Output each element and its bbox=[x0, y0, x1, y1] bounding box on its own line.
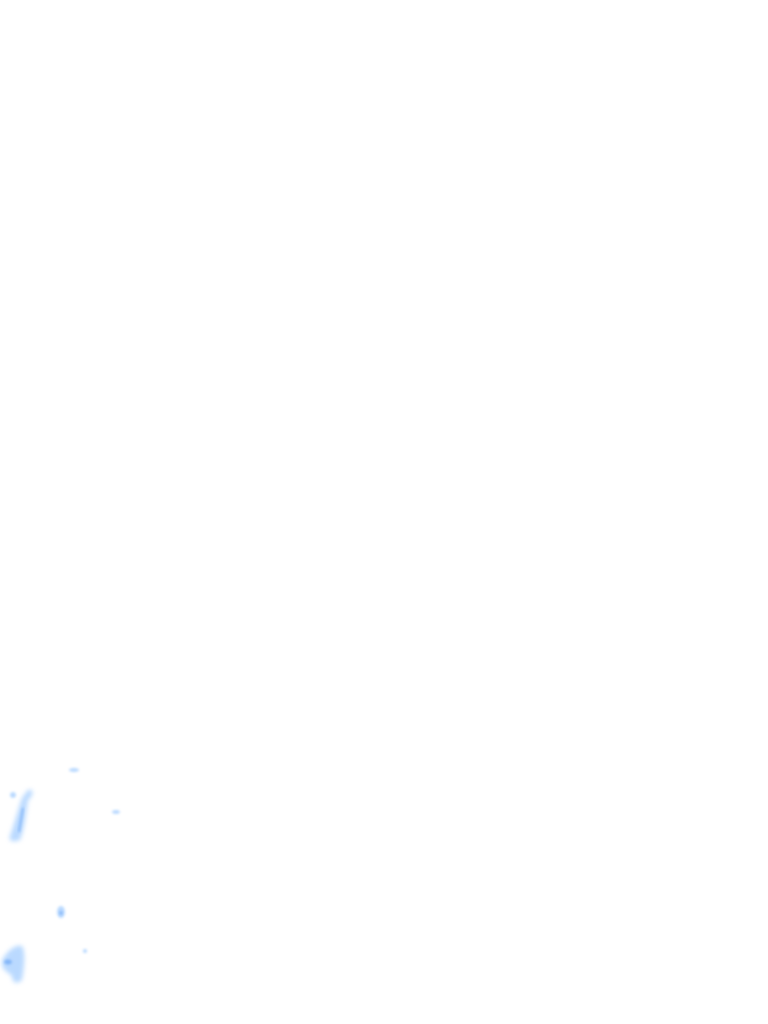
blue-smudge-upper-core bbox=[18, 807, 24, 833]
blue-dot-middle-core bbox=[59, 911, 63, 915]
blue-speck-lower bbox=[83, 949, 87, 953]
blue-smudge-group bbox=[2, 768, 120, 983]
blue-speck-left bbox=[10, 792, 16, 798]
blue-speck-right bbox=[112, 810, 120, 814]
blue-smudge-lower-core bbox=[4, 959, 12, 965]
blue-speck-top bbox=[69, 768, 79, 772]
blue-smudge-lower bbox=[2, 945, 25, 983]
